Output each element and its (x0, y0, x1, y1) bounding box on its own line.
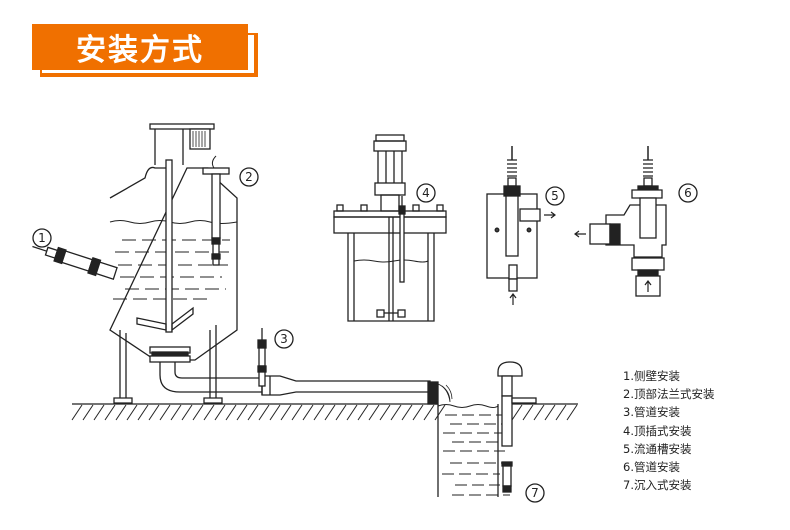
legend-item: 4.顶插式安装 (623, 423, 692, 438)
flow-cell-5 (486, 146, 556, 305)
ground-hatch-line (412, 404, 424, 421)
tank-4-top-insertion (333, 134, 447, 322)
ground-hatch-line (137, 404, 149, 421)
ground-hatch-line (214, 404, 226, 421)
ground-hatch-line (203, 404, 215, 421)
callout-4 (416, 183, 436, 203)
ground-hatch-line (115, 404, 127, 421)
legend-item: 1.侧壁安装 (623, 369, 680, 383)
ground-hatch-line (423, 404, 435, 421)
ground-hatch-line (225, 404, 237, 421)
ground-hatch-line (522, 404, 534, 421)
ground-hatch-line (280, 404, 292, 421)
legend-item: 3.管道安装 (623, 405, 680, 420)
callout-6 (678, 183, 698, 203)
ground-hatch-line (247, 404, 259, 421)
callout-label-6: 6 (684, 186, 692, 200)
sensor-3-pipe (257, 328, 267, 387)
ground-hatch-line (390, 404, 402, 421)
main-vessel (109, 123, 453, 405)
ground-hatch-line (302, 404, 314, 421)
ground-hatch-line (104, 404, 116, 421)
legend-item: 5.流通槽安装 (623, 441, 692, 456)
ground-hatch-line (368, 404, 380, 421)
callout-2 (239, 167, 259, 187)
ground-hatch-line (555, 404, 567, 421)
ground-hatch-line (324, 404, 336, 421)
ground-hatch-line (258, 404, 270, 421)
sump-7-submersion (437, 361, 537, 497)
callout-3 (274, 329, 294, 349)
legend-item: 6.管道安装 (623, 460, 680, 475)
callout-7 (525, 483, 545, 503)
ground-hatch-line (71, 404, 83, 421)
ground-hatch-line (511, 404, 523, 421)
callout-label-1: 1 (38, 231, 46, 245)
ground-hatch-line (357, 404, 369, 421)
ground-hatch-line (544, 404, 556, 421)
ground-hatch-line (401, 404, 413, 421)
callout-5 (545, 186, 565, 206)
ground-hatch-line (346, 404, 358, 421)
ground-hatch-line (291, 404, 303, 421)
callout-label-3: 3 (280, 332, 288, 346)
ground-hatch-line (566, 404, 578, 421)
ground-hatch-line (126, 404, 138, 421)
legend-item: 7.沉入式安装 (623, 478, 692, 493)
legend: 1.侧壁安装 2.顶部法兰式安装 3.管道安装 4.顶插式安装 5.流通槽安装 … (623, 367, 714, 494)
ground-hatch-line (379, 404, 391, 421)
ground-hatch-line (82, 404, 94, 421)
legend-item: 2.顶部法兰式安装 (623, 387, 715, 402)
title-banner: 安装方式 (32, 24, 248, 70)
callout-label-2: 2 (245, 170, 253, 184)
ground-hatch-line (269, 404, 281, 421)
callout-label-7: 7 (531, 486, 539, 500)
sensor-2-top-flange (202, 155, 230, 266)
pipe-fitting-6 (574, 146, 667, 297)
ground-line (71, 403, 578, 421)
ground-hatch-line (434, 404, 446, 421)
ground-hatch-line (181, 404, 193, 421)
ground-hatch-line (335, 404, 347, 421)
page-title: 安装方式 (76, 33, 204, 68)
callouts (32, 167, 698, 503)
callout-1 (32, 228, 52, 248)
ground-hatch-line (236, 404, 248, 421)
callout-label-5: 5 (551, 189, 559, 203)
ground-hatch-line (192, 404, 204, 421)
callout-label-4: 4 (422, 186, 430, 200)
ground-hatch-line (93, 404, 105, 421)
ground-hatch-line (159, 404, 171, 421)
sensor-1-side-wall (32, 245, 118, 280)
ground-hatch-line (313, 404, 325, 421)
ground-hatch-line (533, 404, 545, 421)
ground-hatch-line (148, 404, 160, 421)
ground-hatch-line (170, 404, 182, 421)
